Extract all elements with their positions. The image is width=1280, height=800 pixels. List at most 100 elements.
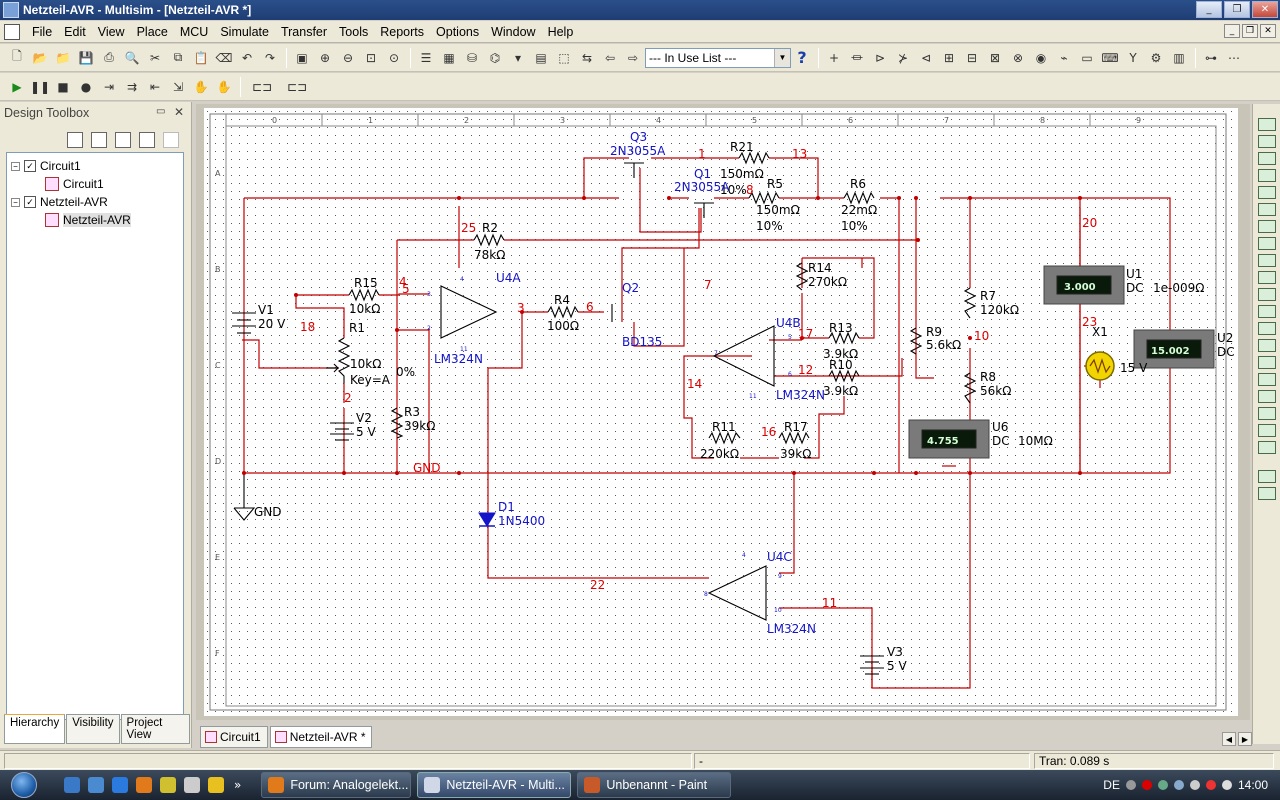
place-power-icon[interactable]: ⌁: [1060, 50, 1068, 65]
tray-network-icon[interactable]: [1157, 780, 1168, 790]
pause-icon[interactable]: ❚❚: [29, 79, 51, 94]
probe-icon[interactable]: ●: [80, 79, 92, 94]
menu-edit[interactable]: Edit: [64, 24, 86, 39]
place-mixed-icon[interactable]: ⊗: [1012, 50, 1024, 65]
multimeter-icon[interactable]: [1257, 118, 1276, 131]
collapse-icon[interactable]: −: [11, 161, 20, 171]
menu-options[interactable]: Options: [436, 24, 480, 39]
zoom-out-icon[interactable]: ⊖: [342, 50, 354, 65]
schematic-canvas[interactable]: 0 1 2 3 4 5 6 7 8 9 A B C D E F: [204, 108, 1238, 716]
tree-item-netzteil-avr[interactable]: − ✓ Netzteil-AVR: [11, 193, 179, 211]
open-folder-icon[interactable]: 📂: [32, 50, 48, 65]
tab-scroll-left-icon[interactable]: ◀: [1222, 732, 1236, 746]
close-icon[interactable]: ✕: [174, 105, 185, 119]
toggle-toolbox-icon[interactable]: ☰: [420, 50, 432, 65]
menu-reports[interactable]: Reports: [380, 24, 425, 39]
close-button[interactable]: ✕: [1252, 1, 1278, 18]
stop-icon[interactable]: ■: [57, 79, 69, 94]
open-samples-icon[interactable]: 📁: [55, 50, 71, 65]
network-analyzer-icon[interactable]: [1257, 339, 1276, 352]
tray-safely-remove-icon[interactable]: [1189, 780, 1200, 790]
tab-project-view[interactable]: Project View: [120, 714, 190, 744]
multisim-app-icon[interactable]: [3, 2, 19, 18]
save-icon[interactable]: 💾: [78, 50, 94, 65]
place-misc-icon[interactable]: ▭: [1081, 50, 1093, 65]
firefox-icon[interactable]: [136, 777, 152, 793]
meter-u2[interactable]: 15.002: [1133, 329, 1215, 369]
tray-alert-icon[interactable]: [1141, 780, 1152, 790]
explorer-icon[interactable]: [88, 777, 104, 793]
menu-simulate[interactable]: Simulate: [220, 24, 269, 39]
save-sheet-icon[interactable]: [115, 132, 131, 148]
place-diode-icon[interactable]: ⊳: [874, 50, 886, 65]
place-cmos-icon[interactable]: ⊟: [966, 50, 978, 65]
checkbox-icon[interactable]: ✓: [24, 196, 36, 208]
cut-icon[interactable]: ✂: [149, 50, 161, 65]
menu-mcu[interactable]: MCU: [179, 24, 209, 39]
pause-at-next-icon[interactable]: ✋: [216, 79, 232, 94]
place-transistor-icon[interactable]: ⊁: [897, 50, 909, 65]
meter-u1[interactable]: 3.000: [1043, 265, 1125, 305]
zoom-in-icon[interactable]: ⊕: [319, 50, 331, 65]
open-sheet-icon[interactable]: [91, 132, 107, 148]
multisim-launcher-icon[interactable]: [160, 777, 176, 793]
delete-icon[interactable]: ⌫: [215, 50, 233, 65]
redo-icon[interactable]: ↷: [264, 50, 276, 65]
tray-antivirus-icon[interactable]: [1205, 780, 1216, 790]
quicklaunch-expand-icon[interactable]: »: [234, 778, 242, 792]
place-source-icon[interactable]: +: [828, 50, 840, 65]
maximize-button[interactable]: ❐: [1224, 1, 1250, 18]
menu-help[interactable]: Help: [547, 24, 574, 39]
zoom-area-icon[interactable]: ⊡: [365, 50, 377, 65]
place-advanced-peripherals-icon[interactable]: ⌨: [1101, 50, 1119, 65]
tray-bluetooth-icon[interactable]: [1173, 780, 1184, 790]
place-basic-icon[interactable]: ⏛: [850, 51, 863, 65]
agilent-multimeter-icon[interactable]: [1257, 373, 1276, 386]
language-indicator[interactable]: DE: [1103, 778, 1120, 792]
tab-scroll-right-icon[interactable]: ▶: [1238, 732, 1252, 746]
task-multisim[interactable]: Netzteil-AVR - Multi...: [417, 772, 572, 798]
new-icon[interactable]: 🗋: [12, 49, 22, 63]
volume-icon[interactable]: [1221, 780, 1232, 790]
internet-explorer-icon[interactable]: [112, 777, 128, 793]
tektronix-oscilloscope-icon[interactable]: [1257, 407, 1276, 420]
menu-transfer[interactable]: Transfer: [280, 24, 328, 39]
probe-settings-icon[interactable]: ⊏⊐: [251, 79, 273, 94]
forward-annotate-icon[interactable]: ⇦: [604, 50, 616, 65]
zoom-fit-icon[interactable]: ⊙: [388, 50, 400, 65]
step-icon[interactable]: ⇥: [103, 79, 115, 94]
frequency-counter-icon[interactable]: [1257, 220, 1276, 233]
task-firefox-forum[interactable]: Forum: Analogelekt...: [261, 772, 412, 798]
tab-visibility[interactable]: Visibility: [66, 714, 120, 744]
task-paint[interactable]: Unbenannt - Paint: [577, 772, 732, 798]
logic-analyzer-icon[interactable]: [1257, 254, 1276, 267]
postprocessor-icon[interactable]: ▤: [535, 50, 547, 65]
database-manager-icon[interactable]: ⛁: [466, 50, 478, 65]
back-annotate-icon[interactable]: ⇨: [627, 50, 639, 65]
close-sheet-icon[interactable]: [139, 132, 155, 148]
place-bus-icon[interactable]: ⋯: [1228, 50, 1240, 65]
document-icon[interactable]: [4, 23, 20, 40]
place-analog-icon[interactable]: ⊲: [920, 50, 932, 65]
bode-plotter-icon[interactable]: [1257, 203, 1276, 216]
place-ttl-icon[interactable]: ⊞: [943, 50, 955, 65]
meter-u6[interactable]: 4.755: [908, 419, 990, 459]
agilent-oscilloscope-icon[interactable]: [1257, 390, 1276, 403]
menu-tools[interactable]: Tools: [339, 24, 369, 39]
undo-icon[interactable]: ↶: [241, 50, 253, 65]
logic-converter-icon[interactable]: [1257, 271, 1276, 284]
function-generator-icon[interactable]: [1257, 135, 1276, 148]
sheet-tab-netzteil-avr[interactable]: Netzteil-AVR *: [269, 726, 373, 748]
spectrum-analyzer-icon[interactable]: [1257, 322, 1276, 335]
create-component-icon[interactable]: ⌬: [489, 50, 501, 65]
agilent-generator-icon[interactable]: [1257, 356, 1276, 369]
tree-item-circuit1-sheet[interactable]: Circuit1: [11, 175, 179, 193]
chevron-down-icon[interactable]: ▼: [774, 48, 790, 67]
menu-file[interactable]: File: [32, 24, 53, 39]
measurement-probe-icon[interactable]: [1257, 424, 1276, 437]
step-over-icon[interactable]: ⇉: [126, 79, 138, 94]
paste-icon[interactable]: 📋: [193, 50, 209, 65]
in-use-list-combo[interactable]: --- In Use List --- ▼: [645, 47, 791, 68]
place-indicator-icon[interactable]: ◉: [1035, 50, 1047, 65]
place-electromechanical-icon[interactable]: ⚙: [1150, 50, 1162, 65]
